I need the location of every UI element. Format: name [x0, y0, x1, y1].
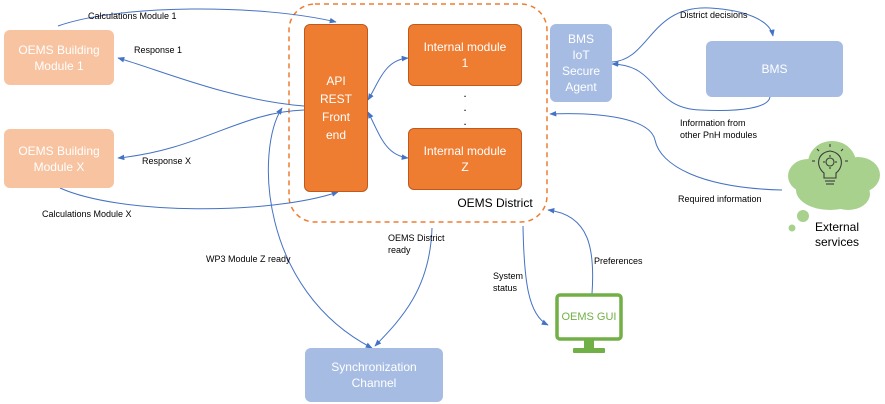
- external-services-cloud: [788, 141, 880, 232]
- edge-calculations-module-x: [59, 187, 339, 210]
- edge-required-information: [549, 110, 783, 191]
- monitor-icon: [555, 293, 623, 353]
- edge-calculations-module-1: [57, 8, 337, 27]
- label-preferences: Preferences: [594, 256, 643, 266]
- module-ellipsis: . . .: [463, 86, 467, 128]
- bms-box: BMS: [706, 41, 843, 97]
- label-calculations-module-x: Calculations Module X: [42, 209, 132, 219]
- lightbulb-gear-icon: [812, 144, 848, 185]
- label-oems-district-ready: OEMS District ready: [388, 233, 445, 255]
- oems-district-label: OEMS District: [457, 196, 533, 210]
- oems-building-module-1: OEMS Building Module 1: [4, 30, 114, 85]
- label-calculations-module-1: Calculations Module 1: [88, 11, 177, 21]
- label-required-information: Required information: [678, 194, 762, 204]
- oems-gui-label: OEMS GUI: [561, 311, 617, 323]
- internal-module-1: Internal module 1: [408, 24, 522, 86]
- edge-api-internal-z: [367, 111, 409, 160]
- edge-district-decisions: [611, 7, 775, 63]
- edge-system-status: [522, 225, 549, 326]
- edge-api-internal-1: [367, 55, 409, 101]
- edge-response-1: [117, 57, 305, 107]
- edge-response-x: [117, 109, 305, 161]
- internal-module-z: Internal module Z: [408, 128, 522, 190]
- label-response-x: Response X: [142, 156, 192, 166]
- edge-wp3-module-z-ready: [267, 107, 373, 349]
- oems-district-region: [288, 3, 548, 223]
- synchronization-channel: Synchronization Channel: [305, 348, 443, 402]
- edge-oems-district-ready: [374, 227, 433, 347]
- api-rest-frontend: API REST Front end: [304, 24, 368, 192]
- label-system-status: System status: [493, 271, 524, 293]
- edge-info-other-pnh: [611, 61, 771, 111]
- label-response-1: Response 1: [134, 45, 183, 55]
- oems-building-module-x: OEMS Building Module X: [4, 129, 114, 188]
- label-district-decisions: District decisions: [680, 10, 748, 20]
- label-info-other-pnh: Information from other PnH modules: [680, 118, 758, 140]
- edge-preferences: [547, 207, 594, 295]
- label-wp3-module-z-ready: WP3 Module Z ready: [206, 254, 291, 264]
- bms-iot-secure-agent: BMS IoT Secure Agent: [550, 24, 612, 102]
- external-services-label: External services: [814, 220, 860, 249]
